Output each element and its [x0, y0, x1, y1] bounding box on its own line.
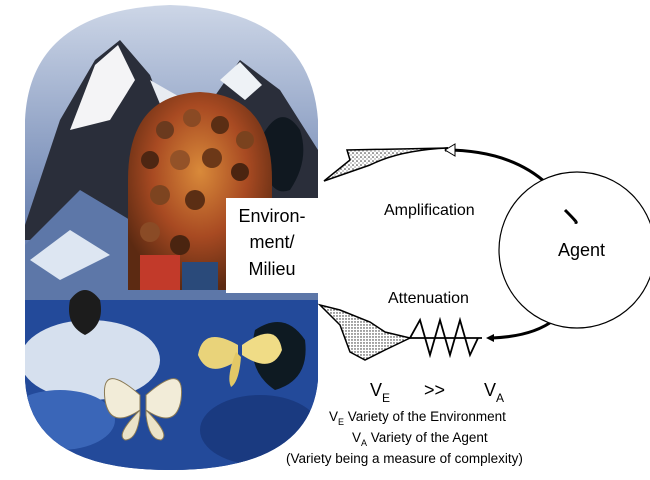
formula-ve-letter: V: [370, 380, 382, 400]
agent-label: Agent: [558, 240, 605, 261]
formula-va-letter: V: [484, 380, 496, 400]
formula-ve-subscript: E: [382, 391, 390, 405]
legend-va-letter: V: [352, 430, 361, 445]
legend-environment-variety: VE Variety of the Environment: [329, 409, 506, 424]
legend-va-text: Variety of the Agent: [371, 430, 488, 445]
attenuation-label: Attenuation: [388, 290, 469, 308]
environment-label-line2: ment/: [226, 232, 318, 253]
formula-va-subscript: A: [496, 391, 504, 405]
amplification-label: Amplification: [384, 202, 475, 220]
legend-agent-variety: VA Variety of the Agent: [352, 430, 488, 445]
formula-ve: VE: [370, 380, 390, 401]
legend-va-subscript: A: [361, 438, 367, 448]
environment-label-line3: Milieu: [226, 259, 318, 280]
legend-variety-note: (Variety being a measure of complexity): [286, 451, 523, 466]
formula-va: VA: [484, 380, 504, 401]
legend-ve-text: Variety of the Environment: [348, 409, 506, 424]
legend-ve-letter: V: [329, 409, 338, 424]
legend-ve-subscript: E: [338, 417, 344, 427]
environment-label-line1: Environ-: [226, 206, 318, 227]
formula-relation: >>: [424, 380, 445, 401]
environment-label-box: Environ- ment/ Milieu: [226, 198, 318, 293]
